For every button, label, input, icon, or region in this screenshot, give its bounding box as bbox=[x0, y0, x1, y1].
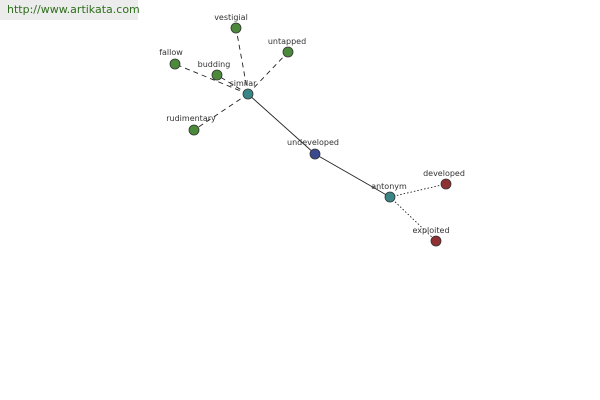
node-developed[interactable]: developed bbox=[423, 169, 465, 190]
edge-antonym-developed bbox=[389, 183, 447, 198]
url-banner[interactable]: http://www.artikata.com bbox=[0, 0, 140, 20]
node-circle-untapped[interactable] bbox=[282, 46, 294, 58]
node-label-undeveloped[interactable]: undeveloped bbox=[287, 138, 339, 147]
node-label-developed[interactable]: developed bbox=[423, 169, 465, 178]
edges-layer bbox=[174, 27, 447, 242]
node-label-fallow[interactable]: fallow bbox=[159, 48, 183, 57]
node-circle-undeveloped[interactable] bbox=[309, 148, 321, 160]
node-circle-developed[interactable] bbox=[440, 178, 452, 190]
node-circle-rudimentary[interactable] bbox=[188, 124, 200, 136]
node-circle-vestigial[interactable] bbox=[230, 22, 242, 34]
edge-similar-untapped bbox=[247, 51, 289, 95]
node-label-antonym[interactable]: antonym bbox=[371, 182, 407, 191]
node-label-rudimentary[interactable]: rudimentary bbox=[166, 114, 216, 123]
edge-undeveloped-antonym bbox=[314, 153, 391, 198]
node-circle-similar[interactable] bbox=[242, 88, 254, 100]
node-label-similar[interactable]: similar bbox=[230, 79, 258, 88]
node-fallow[interactable]: fallow bbox=[159, 48, 183, 70]
node-label-exploited[interactable]: exploited bbox=[412, 226, 449, 235]
node-vestigial[interactable]: vestigial bbox=[214, 13, 248, 34]
node-label-budding[interactable]: budding bbox=[198, 60, 231, 69]
node-budding[interactable]: budding bbox=[198, 60, 231, 81]
node-untapped[interactable]: untapped bbox=[268, 37, 306, 58]
node-similar[interactable]: similar bbox=[230, 79, 258, 100]
node-circle-antonym[interactable] bbox=[384, 191, 396, 203]
edge-similar-vestigial bbox=[235, 27, 249, 95]
edge-similar-budding bbox=[216, 74, 249, 95]
node-circle-budding[interactable] bbox=[211, 69, 223, 81]
node-label-untapped[interactable]: untapped bbox=[268, 37, 306, 46]
node-rudimentary[interactable]: rudimentary bbox=[166, 114, 216, 136]
node-label-vestigial[interactable]: vestigial bbox=[214, 13, 248, 22]
edge-similar-undeveloped bbox=[247, 93, 316, 155]
nodes-layer: similar undeveloped antonym vestigial untapp… bbox=[159, 13, 465, 247]
edge-similar-rudimentary bbox=[193, 93, 249, 131]
node-antonym[interactable]: antonym bbox=[371, 182, 407, 203]
edge-similar-fallow bbox=[174, 63, 249, 95]
edge-antonym-exploited bbox=[389, 196, 437, 242]
node-exploited[interactable]: exploited bbox=[412, 226, 450, 247]
node-circle-exploited[interactable] bbox=[430, 235, 442, 247]
node-undeveloped[interactable]: undeveloped bbox=[287, 138, 339, 160]
node-circle-fallow[interactable] bbox=[169, 58, 181, 70]
